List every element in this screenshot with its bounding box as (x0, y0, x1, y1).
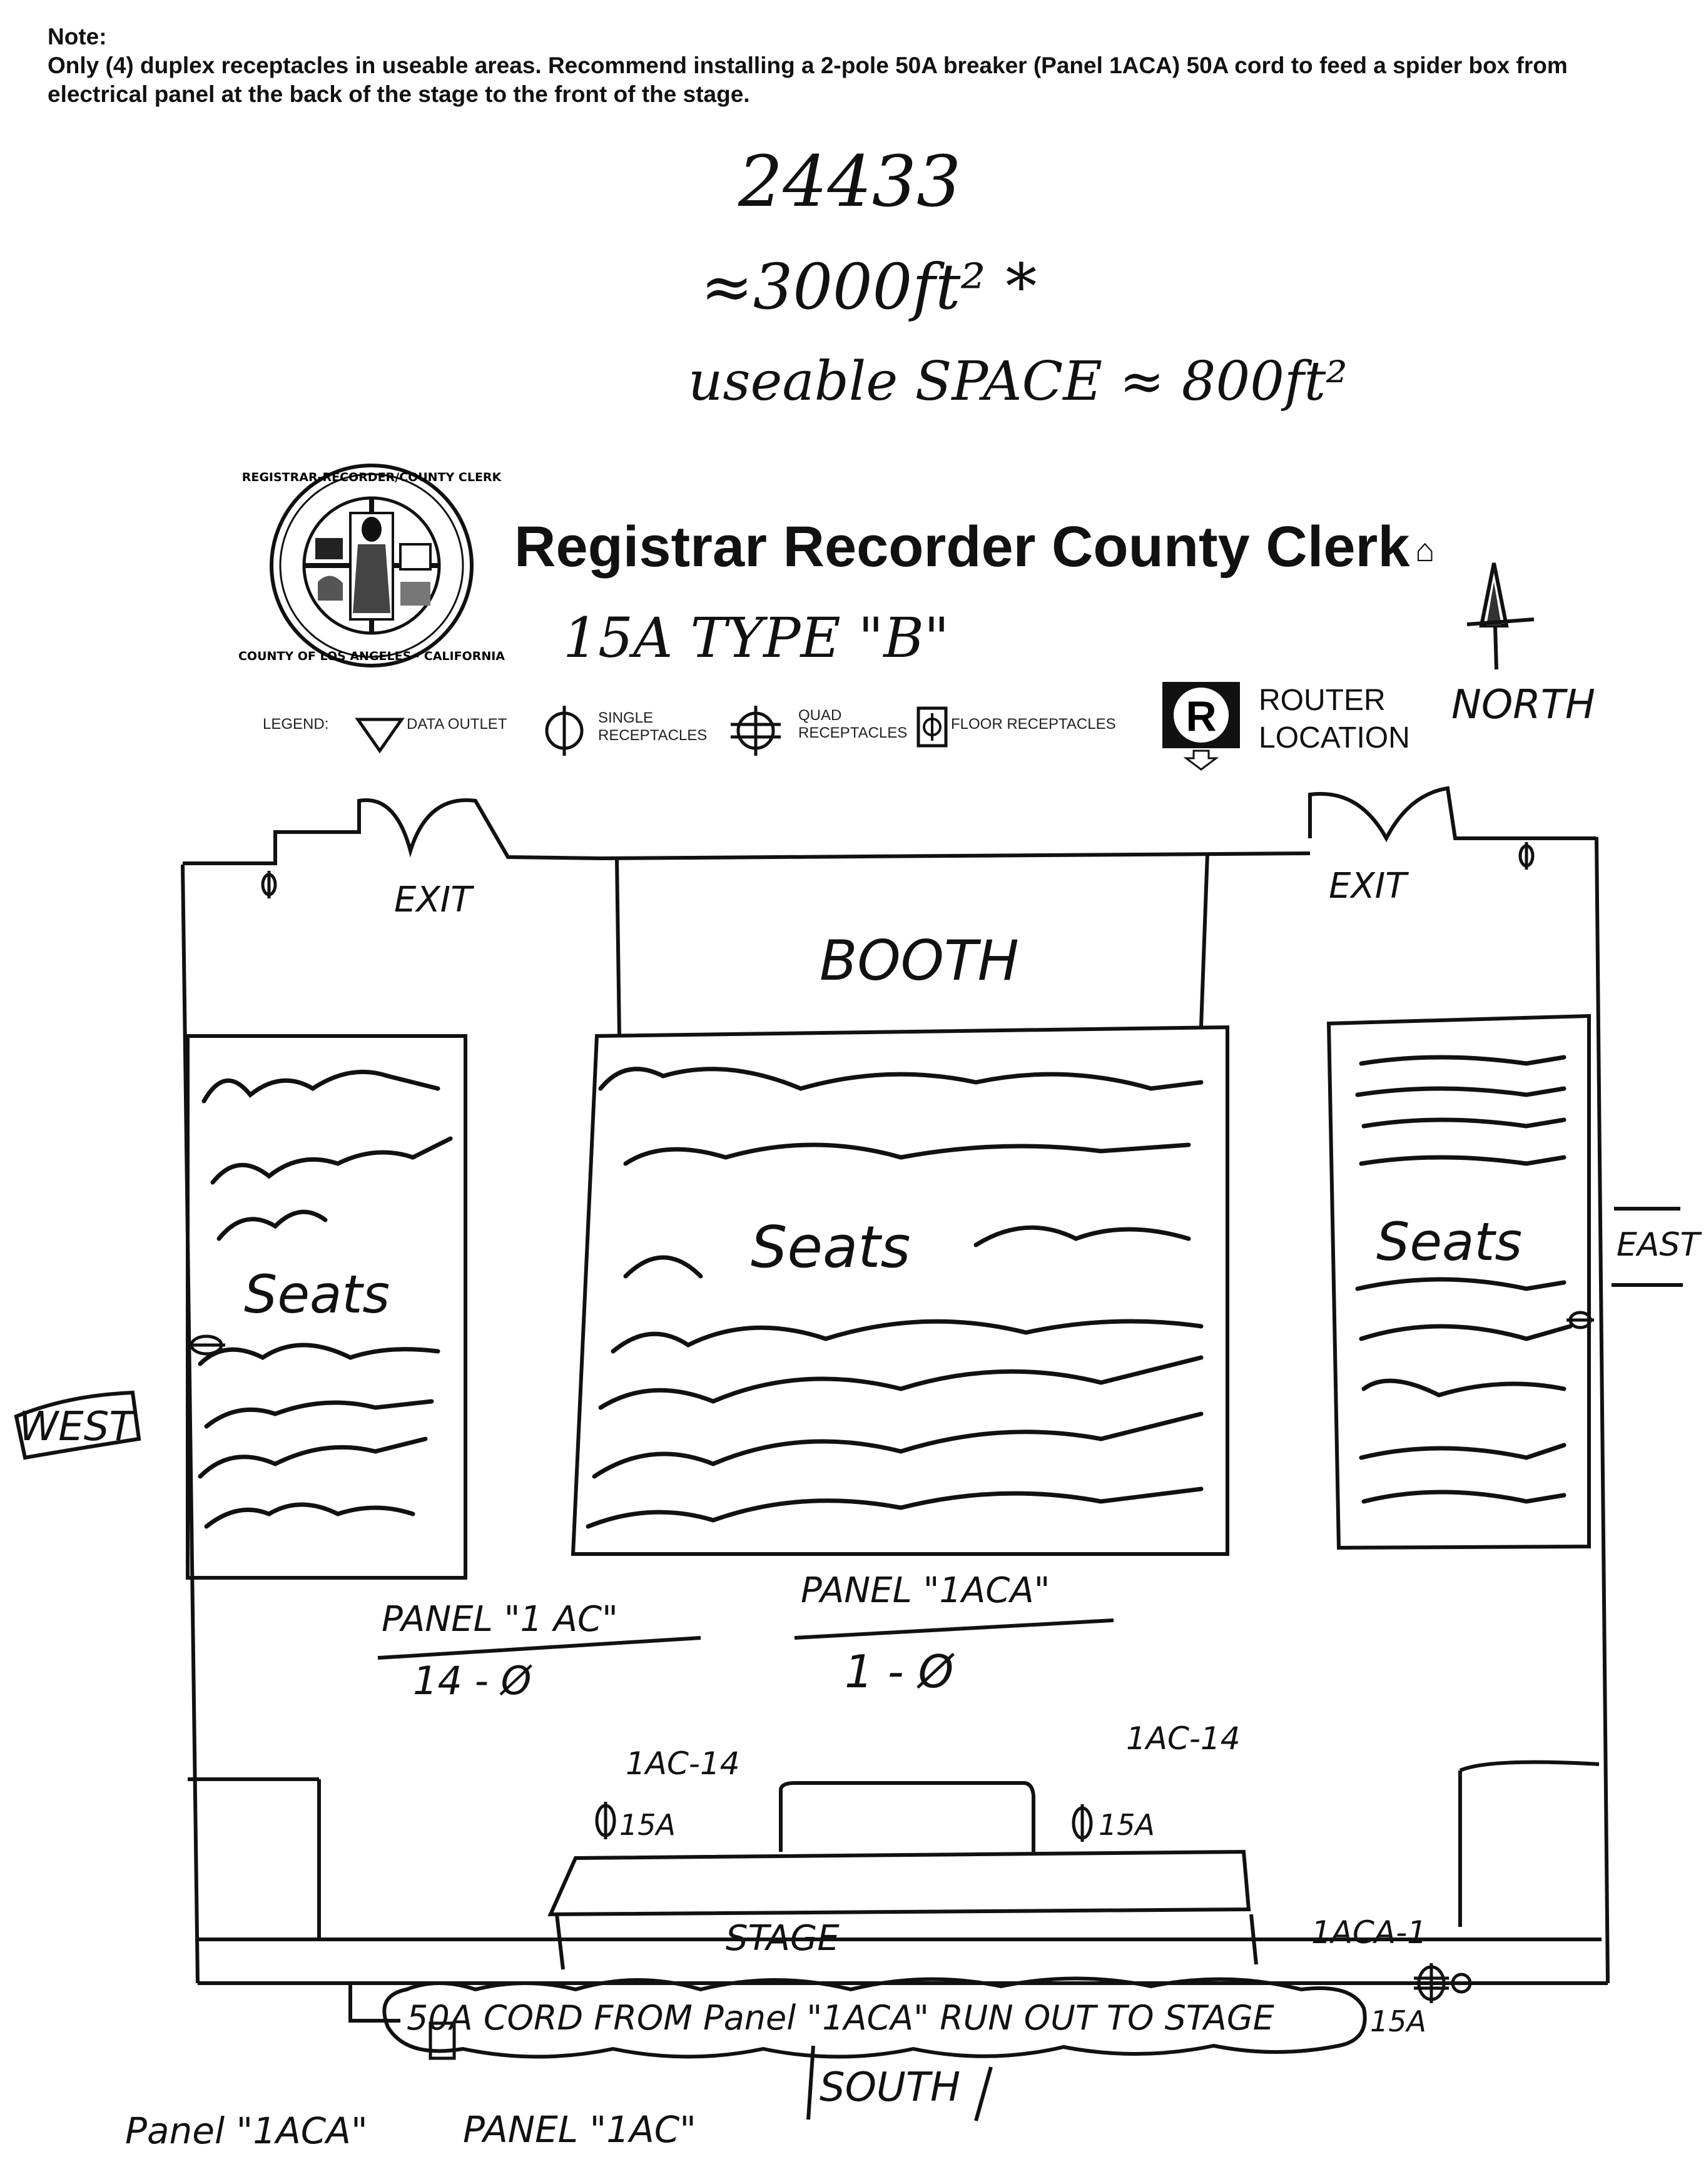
home-icon[interactable]: ⌂ (1415, 532, 1435, 569)
booth-label: BOOTH (820, 928, 1019, 993)
stage-outline (188, 1760, 1600, 1970)
exit-door-left (183, 798, 601, 865)
seating-blocks (186, 1013, 1591, 1580)
single-receptacle-icon (261, 871, 277, 898)
seats-left-label: Seats (244, 1264, 390, 1325)
single-receptacle-icon (595, 1802, 616, 1839)
router-line-1: ROUTER (1259, 684, 1386, 717)
router-line-2: LOCATION (1259, 721, 1410, 754)
circuit-right-label: 1AC-14 (1126, 1720, 1241, 1757)
exit-right-label: EXIT (1329, 866, 1407, 907)
note-block: Note: Only (4) duplex receptacles in use… (48, 23, 1649, 109)
handwritten-number: 24433 (738, 141, 962, 223)
panel-bottom-left-label: Panel "1ACA" (125, 2110, 368, 2152)
exit-left-label: EXIT (394, 880, 472, 920)
south-right-bar (974, 2066, 993, 2121)
seat-rows (198, 1055, 1573, 1529)
booth-outline (615, 853, 1209, 1035)
circuit-left-label: 1AC-14 (626, 1745, 740, 1782)
receptacle-symbols (188, 842, 1594, 2060)
note-heading: Note: (48, 24, 107, 49)
stage-label: STAGE (726, 1918, 840, 1959)
single-receptacle-icon (1518, 842, 1535, 870)
legend-symbols: R (355, 682, 1240, 771)
legend-single-receptacles: SINGLE RECEPTACLES (598, 709, 708, 744)
rating-stage-label: 15A (1370, 2004, 1427, 2038)
room-walls (181, 836, 1610, 2023)
quad-receptacle-icon (188, 1334, 225, 1356)
note-body: Only (4) duplex receptacles in useable a… (48, 53, 1568, 107)
cord-note-cloud (382, 1976, 1367, 2059)
seats-center-label: Seats (751, 1214, 911, 1281)
legend-floor-receptacles: FLOOR RECEPTACLES (951, 716, 1116, 733)
quad-receptacle-icon (1566, 1311, 1594, 1329)
cord-note: 50A CORD FROM Panel "1ACA" RUN OUT TO ST… (407, 1998, 1274, 2038)
panel-1ac-title: PANEL "1 AC" (382, 1599, 618, 1640)
quad-receptacle-icon (1414, 1963, 1472, 2003)
north-label: NORTH (1451, 682, 1595, 728)
handwritten-usable-space: useable SPACE ≈ 800ft² (688, 350, 1348, 413)
page-title: Registrar Recorder County Clerk (514, 515, 1410, 579)
east-label: EAST (1617, 1226, 1700, 1264)
handwritten-area: ≈3000ft² * (701, 250, 1037, 323)
panel-1ac-value: 14 - Ø (413, 1658, 532, 1704)
rating-right-label: 15A (1099, 1808, 1155, 1842)
receptacle-type: 15A TYPE "B" (563, 606, 950, 670)
legend-label: LEGEND: (263, 716, 329, 733)
circuit-stage-label: 1ACA-1 (1311, 1914, 1427, 1951)
legend: LEGEND: DATA OUTLET SINGLE RECEPTACLES Q… (263, 674, 1426, 749)
county-seal (270, 464, 474, 668)
south-label: SOUTH (820, 2065, 961, 2111)
north-arrow-icon (1466, 562, 1535, 670)
router-symbol: R (1186, 693, 1216, 740)
panel-bottom-right-label: PANEL "1AC" (463, 2108, 696, 2151)
panel-1aca-value: 1 - Ø (845, 1645, 954, 1698)
single-receptacle-icon (1072, 1804, 1093, 1842)
south-left-bar (806, 2045, 815, 2120)
seats-right-label: Seats (1376, 1211, 1523, 1272)
exit-door-right (1308, 786, 1597, 843)
legend-quad-receptacles: QUAD RECEPTACLES (798, 707, 908, 741)
panel-1aca-title: PANEL "1ACA" (801, 1570, 1050, 1611)
floor-receptacle-icon (429, 2021, 456, 2060)
legend-data-outlet: DATA OUTLET (407, 716, 507, 733)
seal-top-text: REGISTRAR-RECORDER/COUNTY CLERK (242, 470, 502, 484)
west-box (14, 1390, 141, 1460)
west-label: WEST (19, 1404, 134, 1450)
panel-underlines (377, 1618, 1114, 1660)
seal-bottom-text: COUNTY OF LOS ANGELES · CALIFORNIA (238, 649, 505, 663)
rating-left-label: 15A (619, 1808, 676, 1842)
router-location-label: ROUTER LOCATION (1259, 682, 1410, 757)
